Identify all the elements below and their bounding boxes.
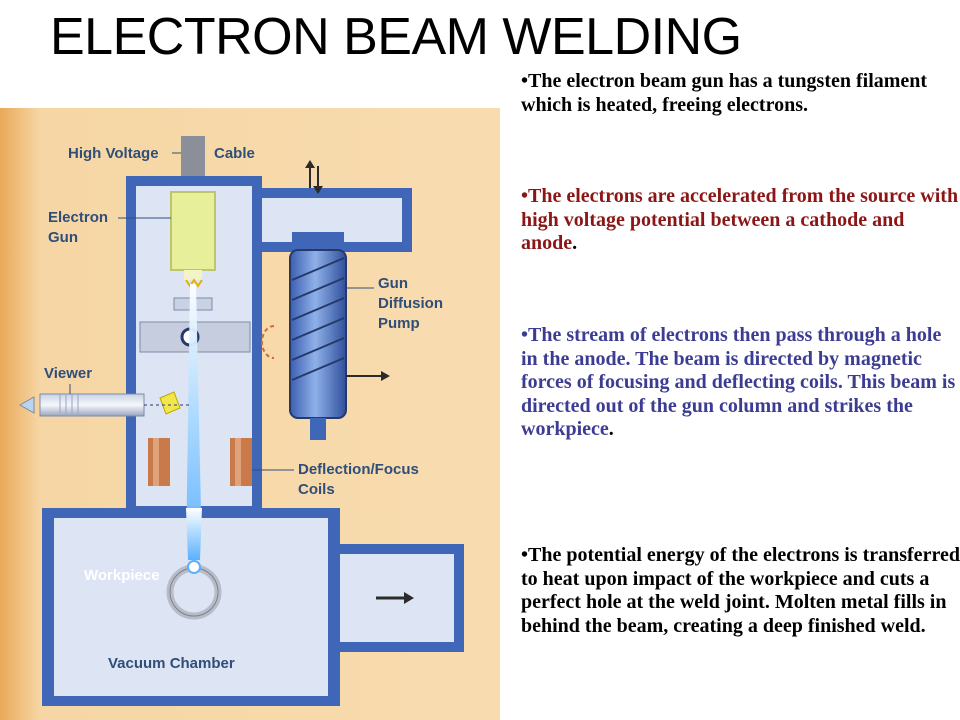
label-gun-diffusion-2: Diffusion [378, 295, 443, 312]
label-high-voltage: High Voltage [68, 145, 159, 162]
electron-beam [186, 284, 202, 556]
label-gun-diffusion-3: Pump [378, 315, 420, 332]
label-vacuum-chamber: Vacuum Chamber [108, 655, 235, 672]
paragraph-energy-transfer: •The potential energy of the electrons i… [521, 544, 960, 638]
label-coils: Coils [298, 481, 335, 498]
gun-diffusion-pump [292, 232, 344, 250]
paragraph-text: •The electrons are accelerated from the … [521, 185, 959, 254]
slide-title: ELECTRON BEAM WELDING [50, 8, 742, 66]
paragraph-electron-acceleration: •The electrons are accelerated from the … [521, 185, 960, 256]
paragraph-tail: . [572, 232, 578, 254]
paragraph-text: •The electron beam gun has a tungsten fi… [521, 70, 928, 116]
paragraph-text: •The stream of electrons then pass throu… [521, 324, 956, 440]
paragraph-tungsten-filament: •The electron beam gun has a tungsten fi… [521, 70, 960, 117]
label-cable: Cable [214, 145, 255, 162]
label-electron: Electron [48, 209, 108, 226]
electron-gun [170, 191, 216, 271]
high-voltage-cable [181, 136, 205, 182]
viewer [18, 391, 192, 417]
paragraph-tail: . [608, 418, 614, 440]
valve-arrows [305, 160, 323, 194]
paragraph-text: •The potential energy of the electrons i… [521, 544, 960, 637]
label-workpiece: Workpiece [84, 567, 160, 584]
label-viewer: Viewer [44, 365, 92, 382]
paragraph-beam-direction: •The stream of electrons then pass throu… [521, 324, 960, 442]
electron-beam-welding-diagram: High Voltage Cable Electron Gun Gun Diff… [0, 108, 500, 720]
label-deflection-focus: Deflection/Focus [298, 461, 419, 478]
label-gun-diffusion-1: Gun [378, 275, 408, 292]
label-gun: Gun [48, 229, 78, 246]
